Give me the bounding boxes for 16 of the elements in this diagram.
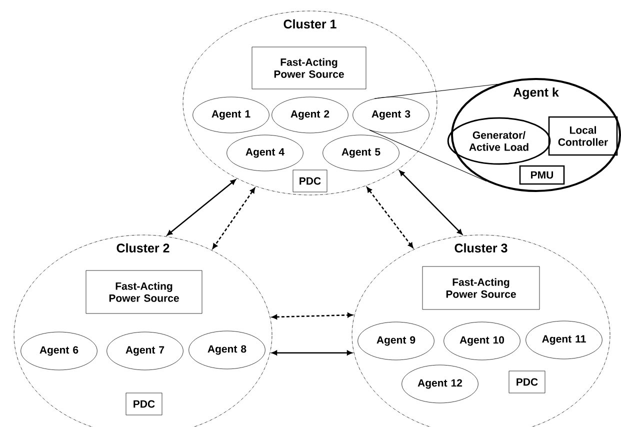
arrow [399, 170, 462, 235]
component-box: Fast-Acting Power Source [252, 46, 366, 90]
component-box: PDC [126, 392, 162, 416]
arrow [212, 188, 256, 249]
component-box: Fast-Acting Power Source [422, 266, 540, 310]
component-box: Fast-Acting Power Source [86, 270, 202, 314]
component-box: PDC [508, 370, 546, 394]
arrow [272, 312, 353, 320]
zoom-line [374, 84, 498, 99]
zoom-line [369, 130, 487, 182]
arrow [166, 179, 236, 236]
arrow [272, 350, 352, 356]
component-box: PDC [292, 170, 328, 192]
component-box: Local Controller [548, 116, 618, 156]
arrow [366, 187, 414, 248]
pmu-box: PMU [519, 165, 565, 185]
